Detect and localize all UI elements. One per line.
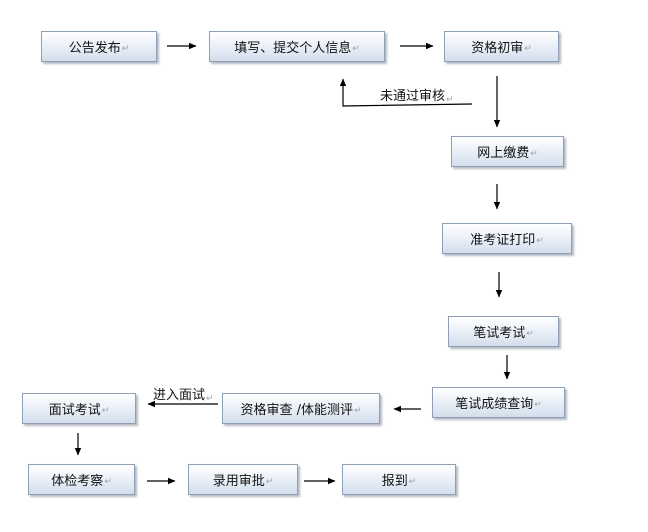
node-interview: 面试考试↵ — [22, 393, 136, 424]
node-label: 公告发布 — [68, 41, 121, 56]
node-initial-review: 资格初审↵ — [444, 31, 559, 62]
node-label: 填写、提交个人信息 — [234, 41, 352, 56]
node-fill-info: 填写、提交个人信息↵ — [209, 31, 385, 62]
node-label: 笔试成绩查询 — [455, 397, 534, 412]
node-hiring-approval: 录用审批↵ — [188, 464, 298, 495]
paragraph-mark-icon: ↵ — [530, 148, 538, 159]
node-label: 笔试考试 — [473, 326, 526, 341]
paragraph-mark-icon: ↵ — [104, 476, 112, 487]
node-score-query: 笔试成绩查询↵ — [432, 387, 565, 418]
paragraph-mark-icon: ↵ — [524, 43, 532, 54]
edge-label-text: 未通过审核 — [380, 89, 446, 104]
node-label: 资格初审 — [471, 41, 524, 56]
arrow-not-approved-loop — [339, 78, 473, 107]
node-label: 网上缴费 — [477, 146, 530, 161]
edge-label-text: 进入面试 — [153, 388, 206, 403]
node-qualification-check: 资格审查 /体能测评↵ — [222, 393, 380, 424]
paragraph-mark-icon: ↵ — [534, 399, 542, 410]
node-report: 报到↵ — [342, 464, 456, 495]
paragraph-mark-icon: ↵ — [206, 394, 214, 404]
paragraph-mark-icon: ↵ — [121, 43, 130, 54]
node-label: 准考证打印 — [470, 233, 536, 248]
edge-label-enter-interview: 进入面试↵ — [153, 384, 214, 404]
node-label: 体检考察 — [51, 474, 104, 489]
node-label: 报到 — [381, 474, 408, 489]
edge-label-not-approved: 未通过审核↵ — [380, 85, 454, 105]
paragraph-mark-icon: ↵ — [408, 476, 417, 487]
node-label: 面试考试 — [48, 403, 101, 418]
paragraph-mark-icon: ↵ — [536, 235, 544, 246]
paragraph-mark-icon: ↵ — [446, 95, 454, 105]
paragraph-mark-icon: ↵ — [353, 405, 362, 416]
node-label: 资格审查 /体能测评 — [240, 403, 353, 418]
node-print-ticket: 准考证打印↵ — [442, 223, 572, 254]
paragraph-mark-icon: ↵ — [526, 328, 534, 339]
node-label: 录用审批 — [212, 474, 265, 489]
paragraph-mark-icon: ↵ — [101, 405, 110, 416]
node-online-payment: 网上缴费↵ — [451, 136, 564, 167]
node-medical-exam: 体检考察↵ — [28, 464, 135, 495]
paragraph-mark-icon: ↵ — [265, 476, 274, 487]
node-written-exam: 笔试考试↵ — [448, 316, 559, 347]
paragraph-mark-icon: ↵ — [352, 43, 360, 54]
node-announcement: 公告发布↵ — [41, 31, 157, 62]
